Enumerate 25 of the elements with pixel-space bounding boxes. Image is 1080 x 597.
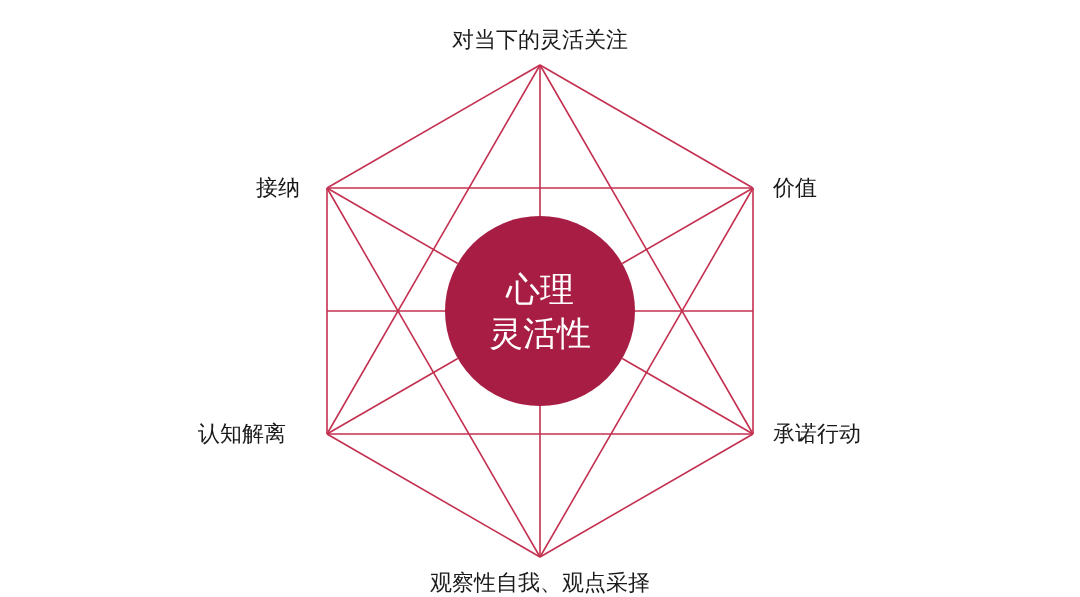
connector-line: [752, 187, 754, 435]
connector-line: [326, 433, 754, 435]
process-label: 承诺行动: [753, 422, 893, 446]
connector-line: [326, 187, 459, 265]
connector-line: [326, 187, 541, 558]
connector-line: [326, 357, 459, 435]
connector-line: [326, 433, 541, 558]
connector-line: [539, 64, 754, 189]
process-label: 认知解离: [190, 422, 327, 446]
connector-line: [539, 64, 754, 435]
process-label: 价值: [753, 176, 843, 200]
process-label: 观察性自我、观点采择: [390, 557, 690, 595]
process-label: 对当下的灵活关注: [420, 28, 660, 65]
connector-line: [326, 64, 541, 189]
center-label: 心理灵活性: [489, 268, 591, 355]
connector-line: [621, 187, 754, 265]
connector-line: [326, 64, 541, 435]
connector-line: [326, 187, 328, 435]
connector-line: [326, 187, 754, 189]
connector-line: [621, 357, 754, 435]
connector-line: [539, 405, 541, 558]
connector-line: [539, 187, 754, 558]
connector-line: [539, 64, 541, 217]
process-label: 接纳: [240, 176, 327, 200]
connector-line: [539, 433, 754, 558]
